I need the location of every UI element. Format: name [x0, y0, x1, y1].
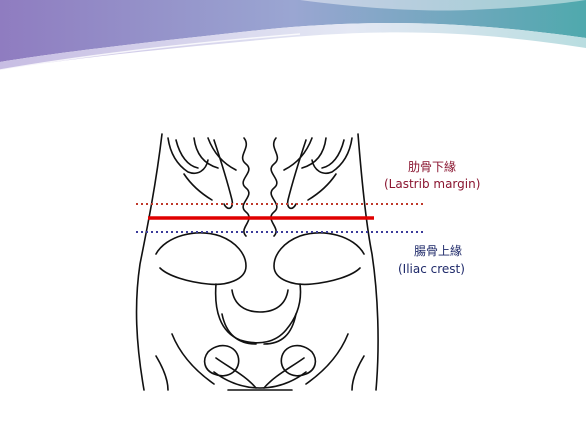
header-banner [0, 0, 586, 70]
lastrib-label-chinese: 肋骨下緣 [408, 160, 456, 174]
iliac-label-english: (Iliac crest) [398, 262, 465, 276]
lastrib-label-english: (Lastrib margin) [384, 177, 480, 191]
iliac-label-chinese: 腸骨上緣 [414, 244, 462, 258]
figure-panel: 肋骨下緣 (Lastrib margin) 腸骨上緣 (Iliac crest) [96, 104, 500, 425]
